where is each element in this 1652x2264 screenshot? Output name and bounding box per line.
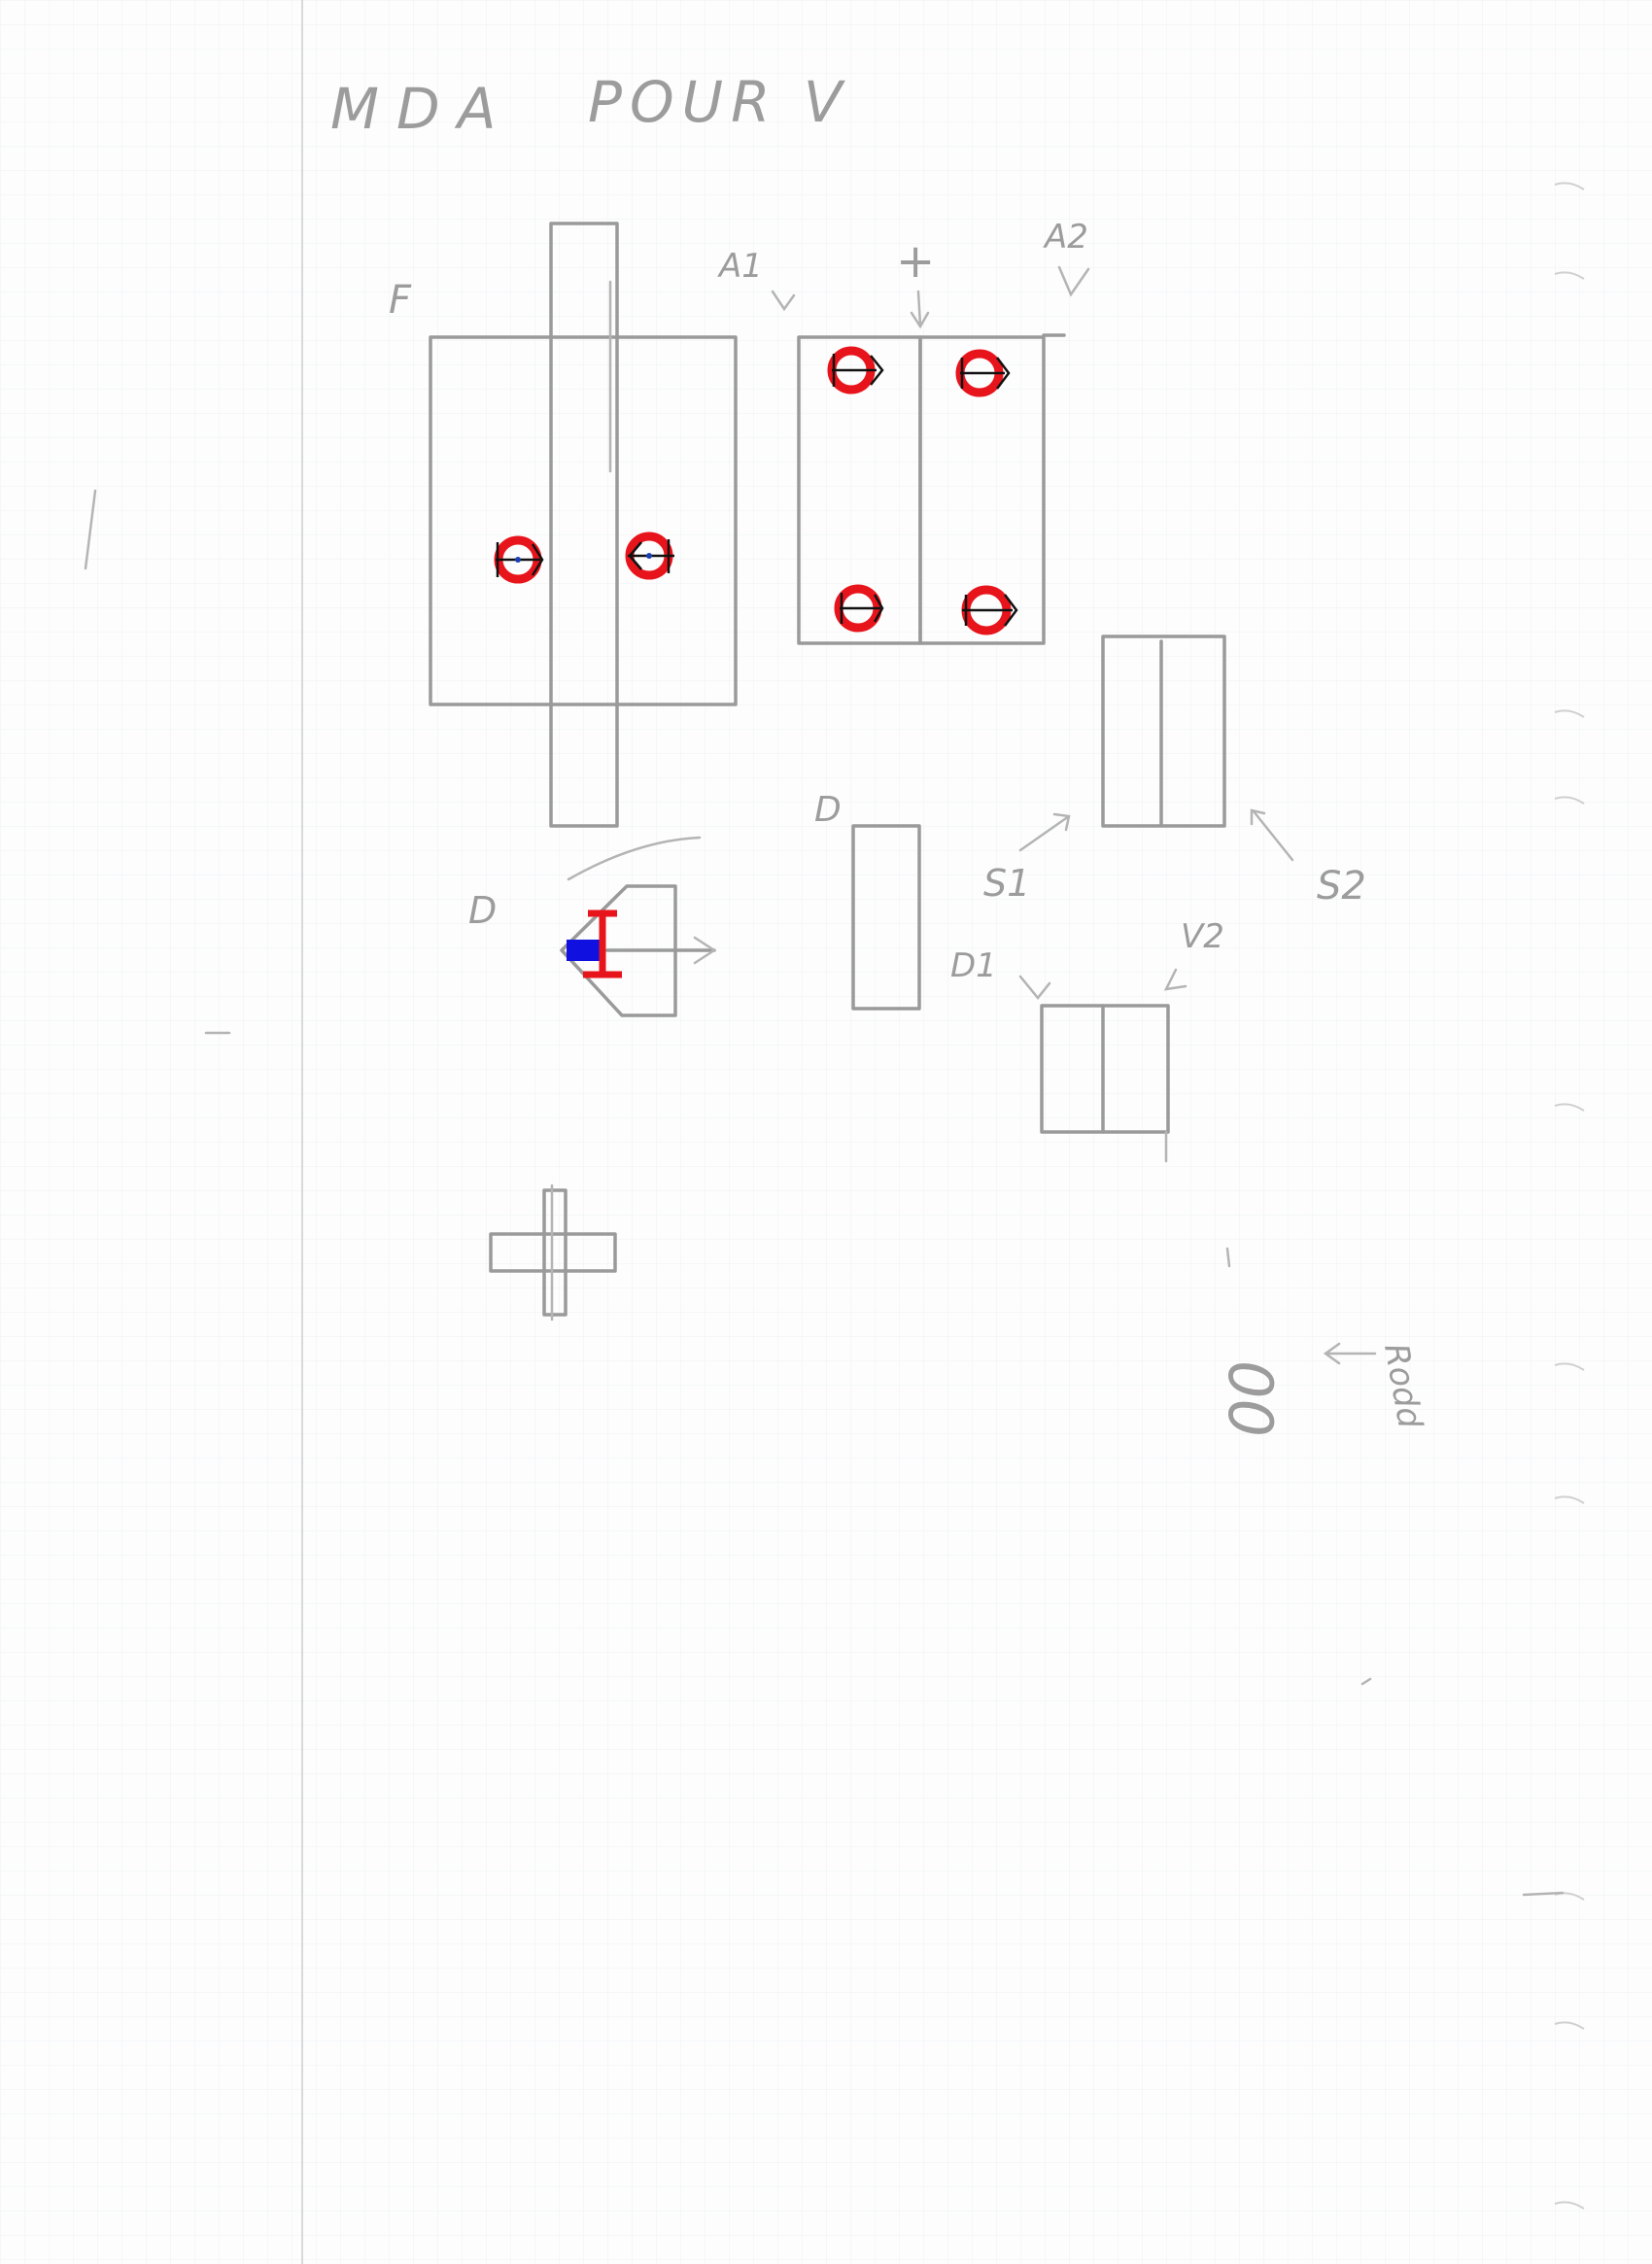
rodd-digits: 00 [1215, 1360, 1286, 1437]
label-s2: S2 [1317, 864, 1366, 909]
small-frame-diagram: D1 V2 [950, 917, 1224, 1163]
label-plus: + [896, 234, 935, 289]
detail-diagram: D [468, 836, 717, 1017]
narrow-frame-diagram: D [814, 790, 921, 1011]
left-frame-diagram: F [389, 222, 738, 828]
narrow-frame [851, 824, 921, 1011]
marker-twin-2 [955, 349, 1011, 397]
label-d-left: D [468, 889, 497, 932]
cross-sketch [489, 1183, 617, 1321]
label-d1: D1 [950, 946, 997, 985]
title-right: POUR V [588, 69, 850, 135]
marker-left-2 [625, 532, 674, 580]
twin-frame-right [918, 335, 1046, 645]
title-left: MDA [330, 76, 513, 142]
label-s1: S1 [983, 862, 1030, 905]
label-f: F [389, 278, 412, 323]
left-frame [429, 335, 738, 706]
red-markers [494, 346, 1018, 635]
curved-arc [567, 836, 702, 881]
vertical-bar [549, 222, 619, 828]
marker-twin-3 [834, 584, 884, 633]
red-bracket [583, 909, 622, 978]
label-d-middle: D [814, 790, 842, 830]
twin-frame-diagram: A1 + A2 [717, 218, 1090, 645]
marker-twin-4 [961, 585, 1018, 635]
s-frame-diagram: S1 S2 [983, 635, 1366, 909]
blue-marker [567, 940, 603, 961]
s-frame [1101, 635, 1226, 828]
label-a2: A2 [1043, 218, 1088, 257]
small-frame [1040, 1004, 1170, 1134]
marker-twin-1 [827, 346, 884, 394]
marker-left-1 [494, 535, 544, 584]
label-a1: A1 [717, 247, 763, 286]
label-v2: V2 [1181, 917, 1224, 956]
stray-marks [84, 489, 1565, 1897]
